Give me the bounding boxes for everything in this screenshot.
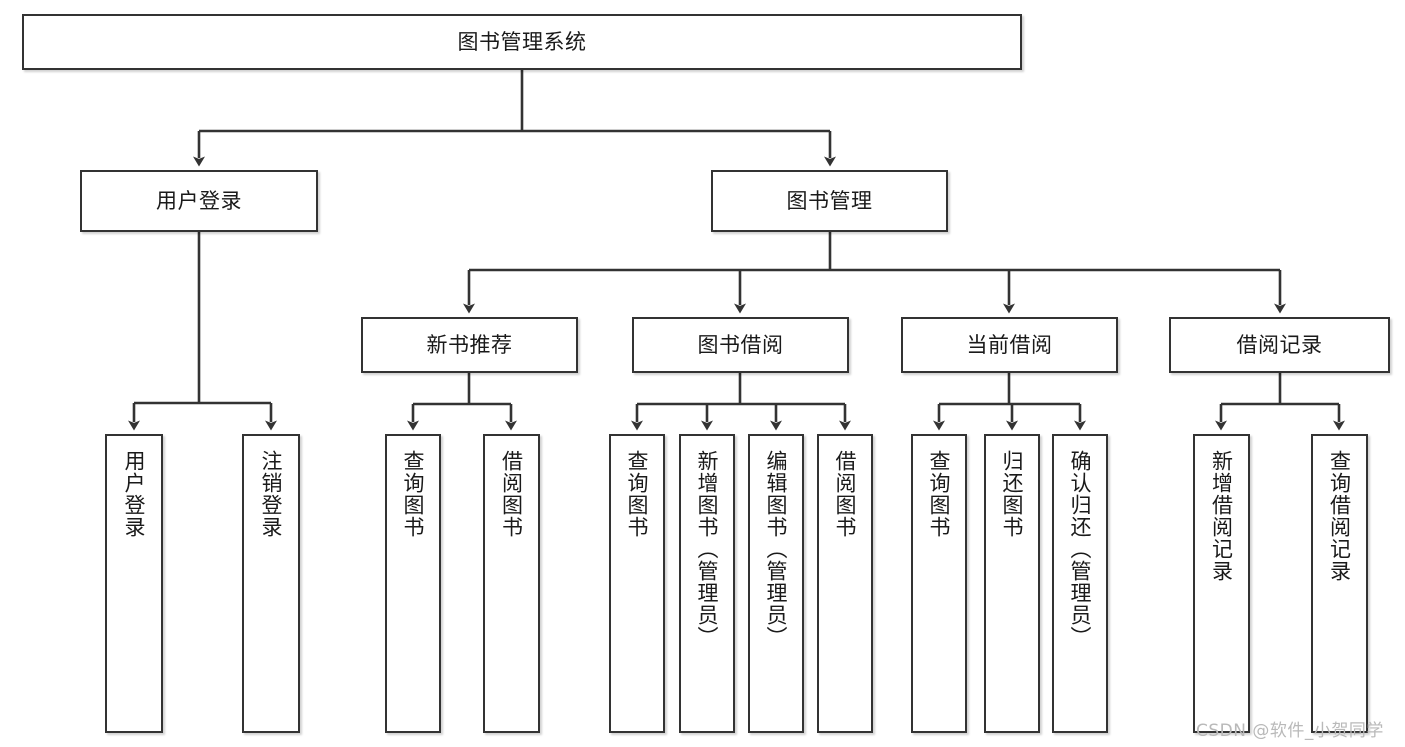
node-leaf-query-book-1[interactable]: 查询图书 xyxy=(385,434,441,733)
node-leaf-confirm-return-admin[interactable]: 确认归还（管理员） xyxy=(1052,434,1108,733)
node-leaf-return-book[interactable]: 归还图书 xyxy=(984,434,1040,733)
node-current-borrow-label: 当前借阅 xyxy=(966,332,1053,357)
node-current-borrow[interactable]: 当前借阅 xyxy=(901,317,1118,373)
node-root[interactable]: 图书管理系统 xyxy=(22,14,1022,70)
node-user-login-label: 用户登录 xyxy=(156,188,242,213)
node-leaf-query-book-2-label: 查询图书 xyxy=(625,450,650,538)
node-leaf-query-book-2[interactable]: 查询图书 xyxy=(609,434,665,733)
node-book-borrow-label: 图书借阅 xyxy=(697,332,784,357)
node-leaf-user-login[interactable]: 用户登录 xyxy=(105,434,163,733)
node-new-book-recommend[interactable]: 新书推荐 xyxy=(361,317,578,373)
node-book-manage-label: 图书管理 xyxy=(786,188,873,213)
watermark: CSDN @软件_小贺同学 xyxy=(1196,721,1384,741)
node-leaf-borrow-book-1-label: 借阅图书 xyxy=(499,450,524,538)
node-leaf-return-book-label: 归还图书 xyxy=(1000,450,1025,538)
node-borrow-record[interactable]: 借阅记录 xyxy=(1169,317,1390,373)
node-leaf-user-login-label: 用户登录 xyxy=(122,450,147,538)
node-leaf-add-borrow-record-label: 新增借阅记录 xyxy=(1209,450,1234,582)
node-leaf-query-book-1-label: 查询图书 xyxy=(401,450,426,538)
node-new-book-recommend-label: 新书推荐 xyxy=(426,332,513,357)
node-user-login[interactable]: 用户登录 xyxy=(80,170,318,232)
node-borrow-record-label: 借阅记录 xyxy=(1236,332,1323,357)
node-leaf-edit-book-admin-label: 编辑图书（管理员） xyxy=(764,450,789,648)
node-leaf-logout[interactable]: 注销登录 xyxy=(242,434,300,733)
node-leaf-query-borrow-record-label: 查询借阅记录 xyxy=(1327,450,1352,582)
node-leaf-add-book-admin-label: 新增图书（管理员） xyxy=(695,450,720,648)
node-book-borrow[interactable]: 图书借阅 xyxy=(632,317,849,373)
node-leaf-add-book-admin[interactable]: 新增图书（管理员） xyxy=(679,434,735,733)
node-leaf-logout-label: 注销登录 xyxy=(259,450,284,538)
node-leaf-edit-book-admin[interactable]: 编辑图书（管理员） xyxy=(748,434,804,733)
node-leaf-confirm-return-admin-label: 确认归还（管理员） xyxy=(1068,450,1093,648)
node-leaf-borrow-book-2[interactable]: 借阅图书 xyxy=(817,434,873,733)
node-leaf-add-borrow-record[interactable]: 新增借阅记录 xyxy=(1193,434,1250,733)
node-leaf-query-book-3[interactable]: 查询图书 xyxy=(911,434,967,733)
node-root-label: 图书管理系统 xyxy=(457,29,587,54)
node-leaf-query-borrow-record[interactable]: 查询借阅记录 xyxy=(1311,434,1368,733)
node-leaf-borrow-book-2-label: 借阅图书 xyxy=(833,450,858,538)
node-leaf-query-book-3-label: 查询图书 xyxy=(927,450,952,538)
node-leaf-borrow-book-1[interactable]: 借阅图书 xyxy=(483,434,540,733)
node-book-manage[interactable]: 图书管理 xyxy=(711,170,948,232)
